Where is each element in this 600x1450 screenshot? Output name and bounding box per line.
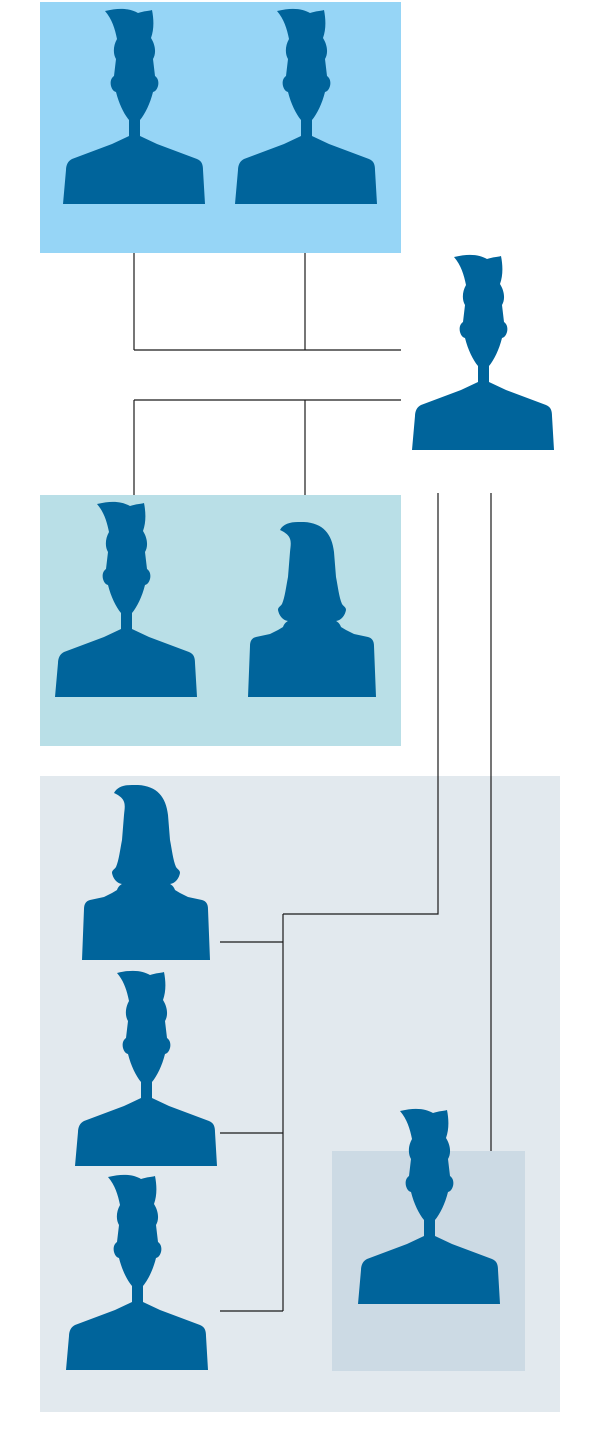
top-group-box xyxy=(40,2,401,253)
middle-group-box xyxy=(40,495,401,746)
connector-standalone-down-1 xyxy=(283,493,439,915)
connector-lines xyxy=(133,253,492,1312)
male-person-icon xyxy=(412,254,554,450)
